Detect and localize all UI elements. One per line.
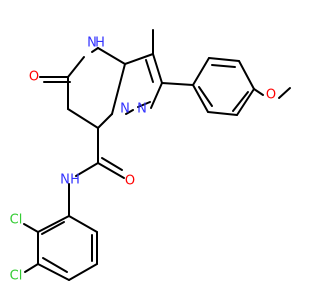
atom-n4-nitrogen: N [87, 36, 97, 51]
chemical-structure-diagram: H N O N N O O N H Cl Cl [10, 29, 291, 284]
atom-amide-nitrogen: N [60, 173, 70, 188]
atom-keto-oxygen: O [29, 70, 39, 85]
atom-amide-oxygen: O [125, 174, 135, 189]
atom-chlorine-b: Cl [10, 269, 23, 284]
atom-labels: H N O N N O O N H Cl Cl [10, 36, 276, 284]
atom-ring-nitrogen-b: N [137, 102, 147, 117]
atom-methoxy-oxygen: O [266, 88, 276, 103]
atom-ring-nitrogen-a: N [120, 102, 130, 117]
atom-n4-hydrogen: H [95, 36, 105, 51]
atom-chlorine-a: Cl [10, 213, 23, 228]
bond-lines [23, 29, 291, 281]
atom-amide-hydrogen: H [70, 173, 80, 188]
